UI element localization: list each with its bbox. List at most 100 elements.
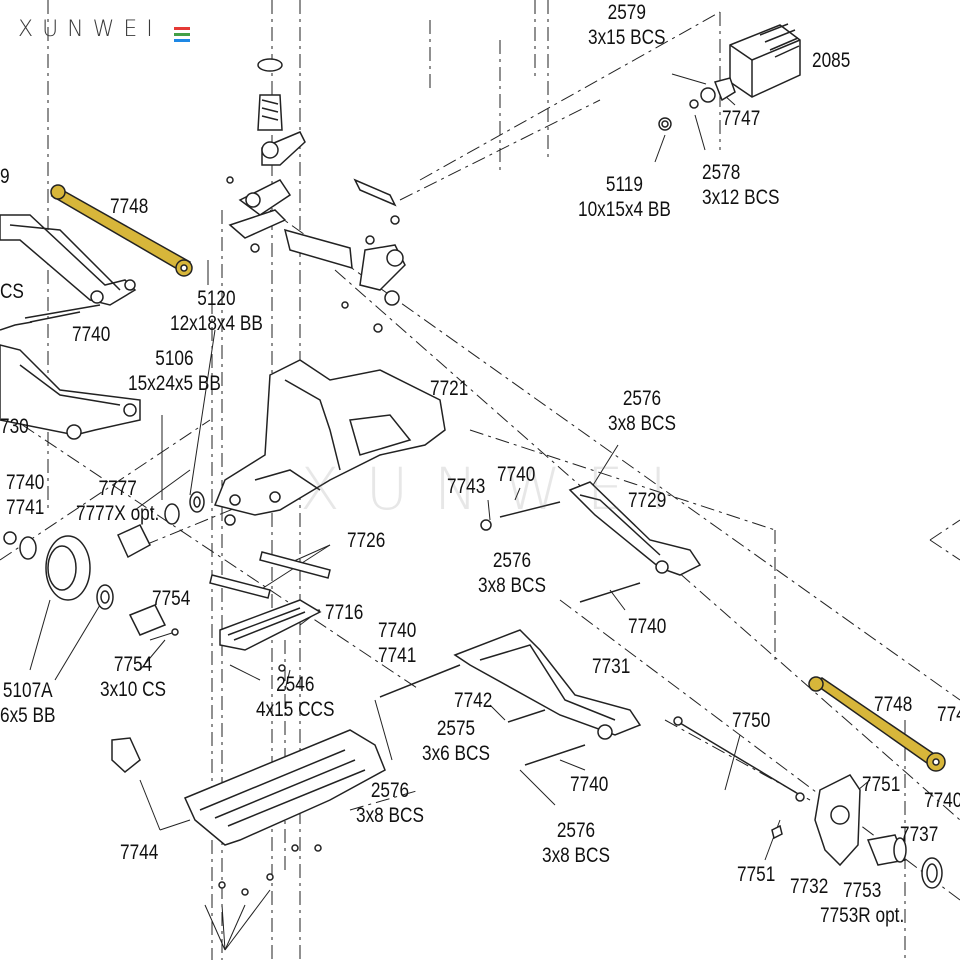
part-label-p7743: 7743 (447, 474, 485, 499)
part-label-p7737: 7737 (900, 822, 938, 847)
part-label-p7748a: 7748 (110, 194, 148, 219)
brand-logo-text: XUNWEI (18, 17, 162, 42)
toe-link-7748-lower (808, 676, 946, 772)
part-label-line: 7741 (378, 644, 417, 667)
part-label-line: 7716 (325, 601, 364, 624)
screws-pins (29, 311, 805, 896)
part-label-line: 7751 (862, 773, 901, 796)
brand-logo: XUNWEI (18, 17, 162, 42)
differential (3, 524, 167, 636)
part-label-line: 7753 (842, 879, 882, 902)
part-label-line: 7740 (72, 323, 111, 346)
part-label-line: 10x15x4 BB (578, 198, 671, 221)
part-label-line: 2546 (276, 673, 315, 696)
part-label-p774: 774 (937, 702, 960, 727)
part-label-line: 3x8 BCS (542, 844, 610, 867)
part-label-p7732: 7732 (790, 874, 828, 899)
part-label-p7754a: 7754 (152, 586, 190, 611)
part-label-line: 3x8 BCS (608, 412, 676, 435)
part-label-p7740g: 7740 (924, 788, 960, 813)
part-label-line: 7740 (6, 471, 45, 494)
part-label-p7744: 7744 (120, 840, 158, 865)
bearings (19, 491, 943, 889)
part-label-line: 7748 (874, 693, 913, 716)
part-label-p7721: 7721 (430, 376, 468, 401)
part-label-line: 4x15 CCS (256, 698, 335, 721)
part-label-p7716: 7716 (325, 600, 363, 625)
lower-arm-left (0, 344, 141, 440)
toe-link-7748-upper (50, 184, 193, 277)
part-label-line: 7737 (900, 823, 939, 846)
part-label-line: 7740 (628, 615, 667, 638)
part-label-line: 730 (0, 415, 29, 438)
part-label-line: 3x10 CS (100, 678, 167, 701)
servo-part (658, 23, 801, 131)
part-label-line: 7754 (113, 653, 153, 676)
part-label-line: 2579 (607, 1, 646, 24)
part-label-line: 2578 (702, 161, 741, 184)
part-label-line: 7740 (378, 619, 417, 642)
chassis-links (209, 551, 331, 651)
part-label-line: 7750 (732, 709, 771, 732)
part-label-line: 7743 (447, 475, 486, 498)
part-label-line: 5106 (155, 347, 194, 370)
part-label-line: 2576 (492, 549, 532, 572)
part-label-line: 7777X opt. (76, 502, 160, 525)
rear-arms (453, 481, 702, 740)
part-label-p7751a: 7751 (862, 772, 900, 797)
bellcrank-assembly (226, 58, 406, 333)
brand-logo-bars (174, 27, 190, 42)
part-label-line: 3x12 BCS (702, 186, 780, 209)
part-label-p7729: 7729 (628, 488, 666, 513)
part-label-line: 5119 (605, 173, 643, 196)
part-label-p7740a: 7740 (72, 322, 110, 347)
part-label-line: 2085 (812, 49, 851, 72)
part-label-line: 7740 (497, 463, 536, 486)
part-label-line: 7740 (570, 773, 609, 796)
part-label-line: 7729 (628, 489, 667, 512)
part-label-line: 7754 (152, 587, 191, 610)
part-label-line: 7744 (120, 841, 159, 864)
part-label-p7731: 7731 (592, 654, 630, 679)
part-label-line: 7726 (347, 529, 386, 552)
part-label-pCS: CS (0, 279, 24, 304)
part-label-line: 7732 (790, 875, 829, 898)
part-label-line: 7747 (722, 107, 761, 130)
bulkhead-7721 (213, 359, 446, 526)
part-label-p2085: 2085 (812, 48, 850, 73)
part-label-p7726: 7726 (347, 528, 385, 553)
part-label-line: 7777 (98, 477, 137, 500)
part-label-line: CS (0, 280, 24, 303)
part-label-line: 7741 (6, 496, 45, 519)
part-label-p7740d: 7740 (628, 614, 666, 639)
part-label-line: 7731 (592, 655, 631, 678)
part-label-line: 5107A (2, 679, 53, 702)
part-label-p7748b: 7748 (874, 692, 912, 717)
part-label-line: 2576 (370, 779, 410, 802)
part-label-line: 2576 (622, 387, 662, 410)
hub-carrier (771, 774, 907, 867)
part-label-line: 3x15 BCS (588, 26, 666, 49)
part-label-line: 5120 (197, 287, 236, 310)
part-label-line: 7742 (454, 689, 493, 712)
part-label-line: 7751 (737, 863, 776, 886)
part-label-line: 3x8 BCS (478, 574, 546, 597)
part-label-line: 12x18x4 BB (170, 312, 263, 335)
part-label-line: 3x6 BCS (422, 742, 490, 765)
part-label-line: 9 (0, 165, 10, 188)
part-label-line: 7748 (110, 195, 149, 218)
